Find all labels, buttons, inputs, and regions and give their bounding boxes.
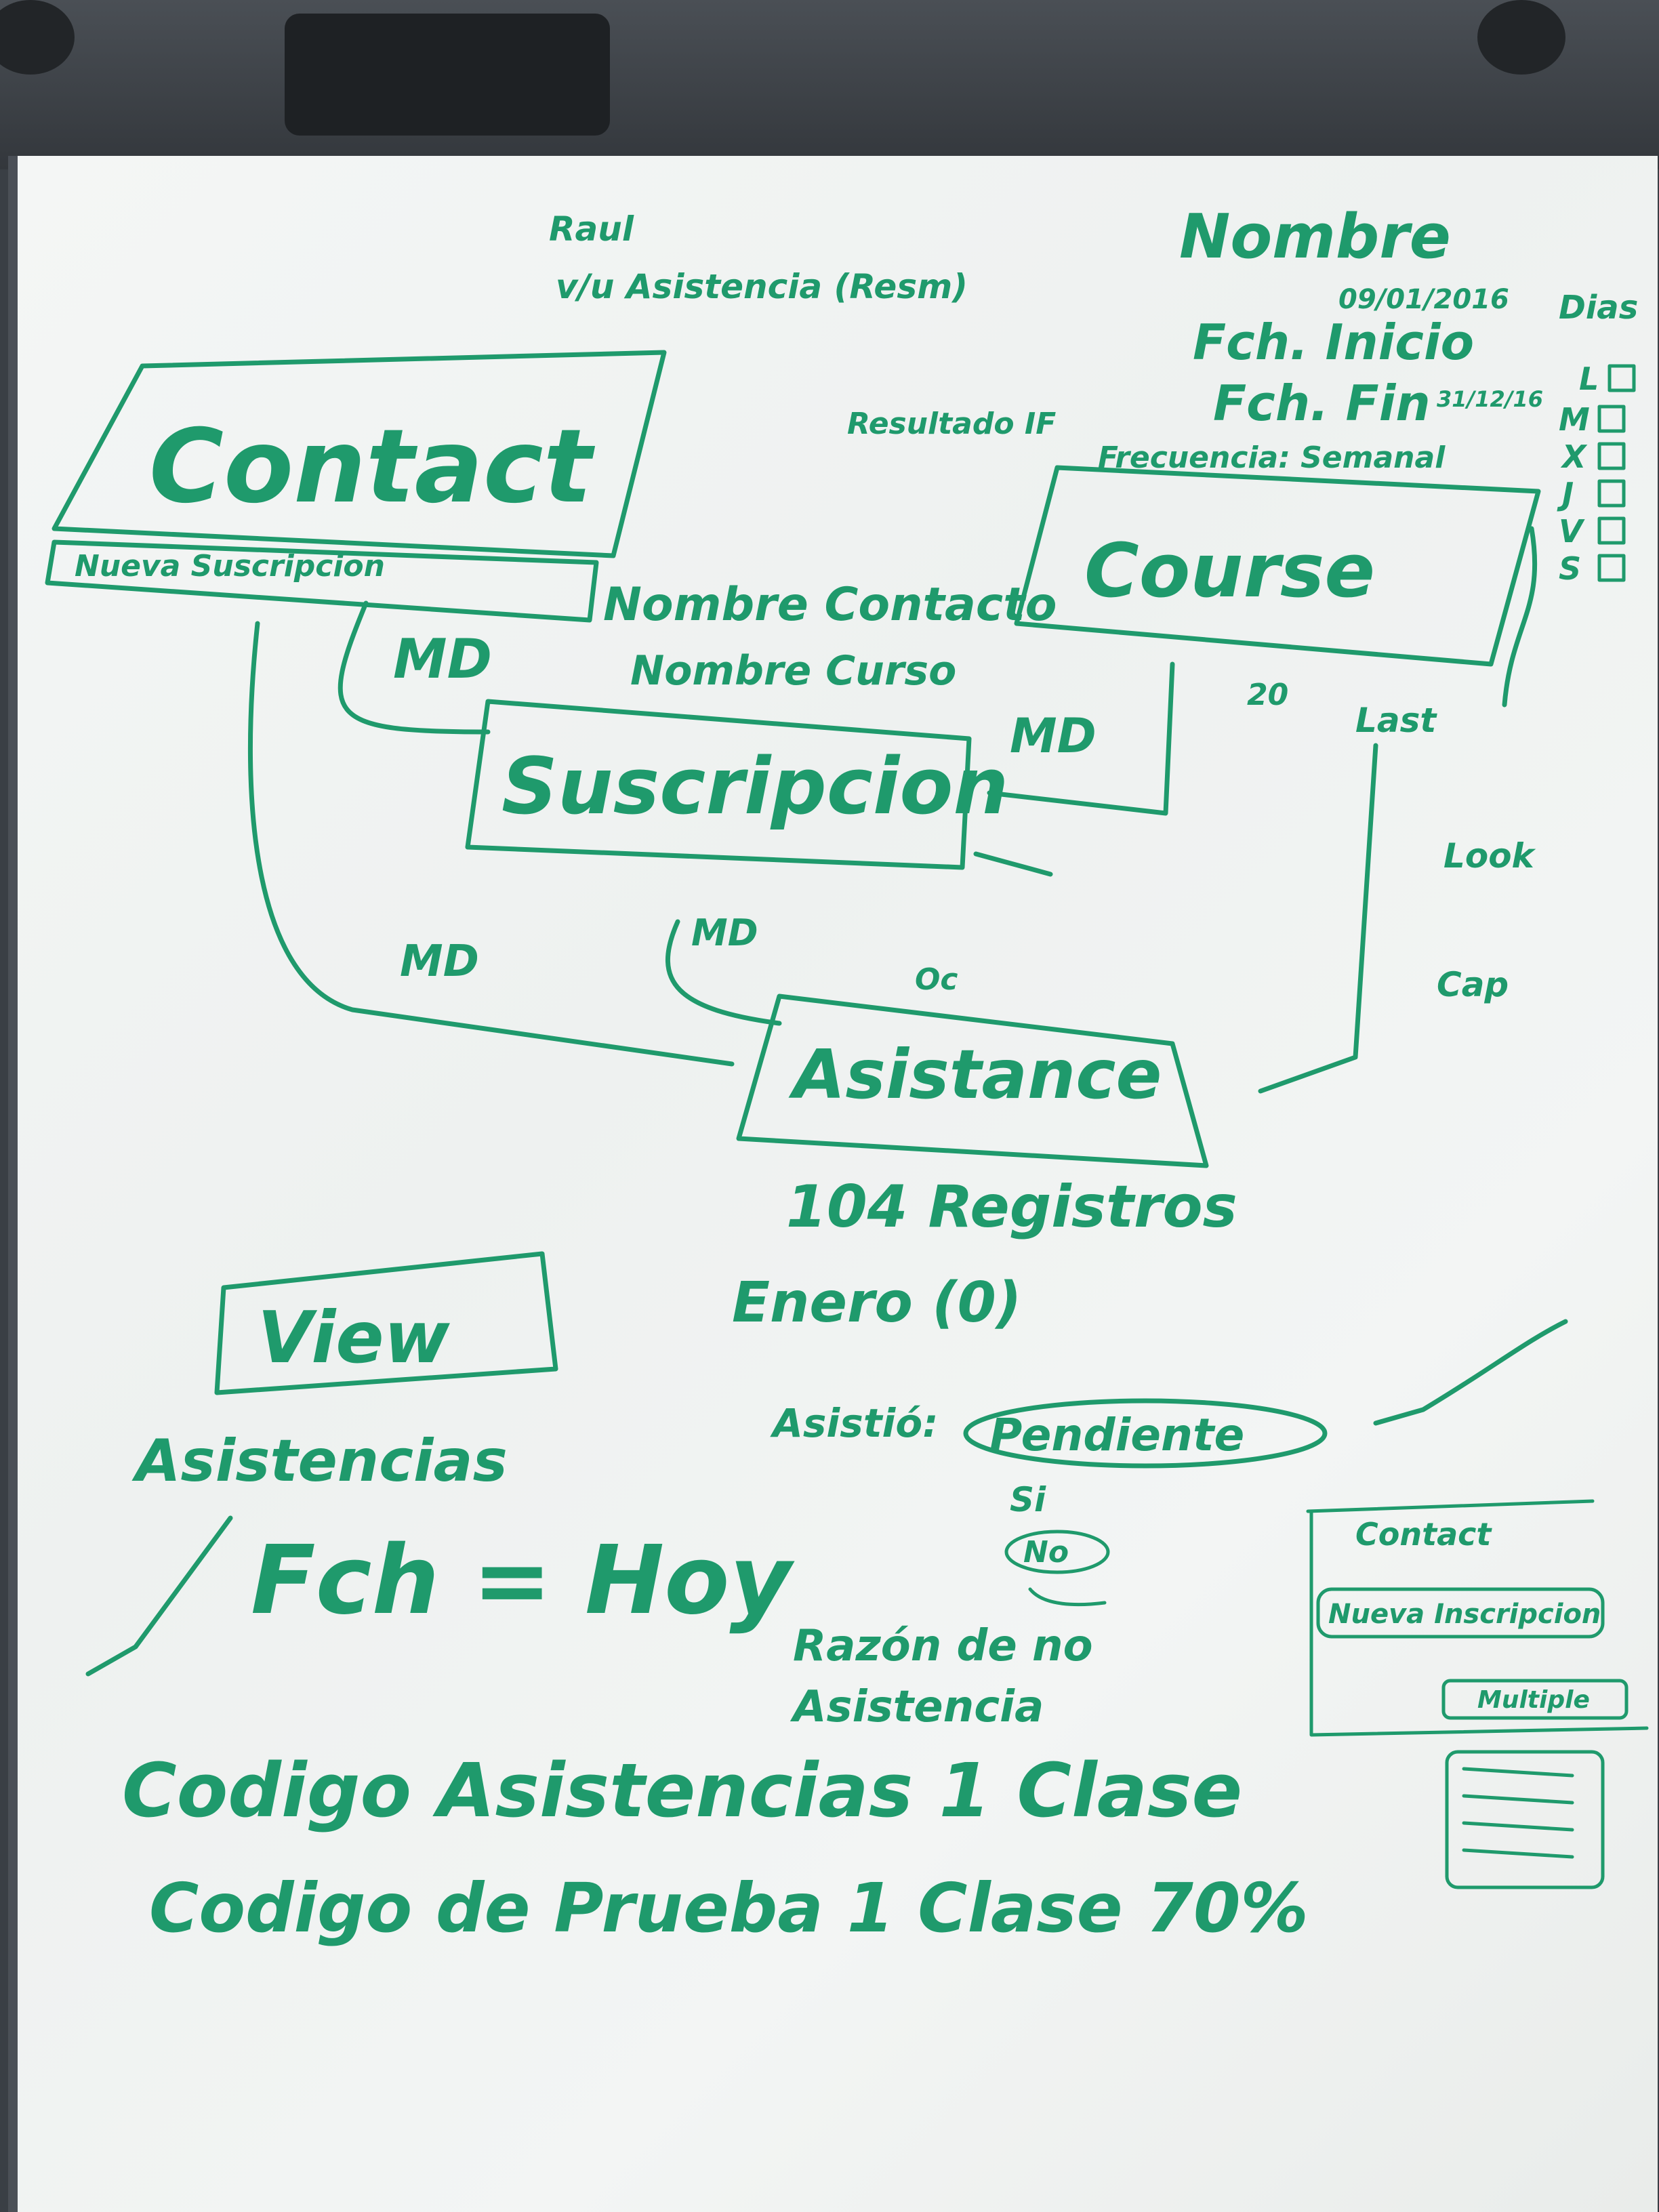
- note-razon-2: Asistencia: [790, 1682, 1044, 1732]
- sidebar-sketch-frame: [1306, 1499, 1649, 1737]
- whiteboard: [8, 156, 1658, 2212]
- sidebar-sketch: Contact Nueva Inscripcion Multiple: [1306, 1499, 1649, 1889]
- entity-box-course: [1014, 465, 1541, 667]
- note-enero: Enero (0): [732, 1271, 1021, 1335]
- day-checkbox-s: [1597, 554, 1626, 582]
- note-frecuencia: Frecuencia: Semanal: [1098, 441, 1446, 475]
- connector-course-frequency: [1502, 526, 1538, 708]
- sidebar-sketch-contact: Contact: [1355, 1516, 1492, 1553]
- checkmark-pendiente: [1373, 1319, 1568, 1426]
- connector-subscription-course: [987, 661, 1175, 816]
- entity-subscription: Suscripcion: [501, 741, 1008, 832]
- sidebar-sketch-multiple: Multiple: [1477, 1686, 1590, 1714]
- sidebar-sketch-nueva: Nueva Inscripcion: [1328, 1599, 1601, 1630]
- day-checkbox-x: [1597, 442, 1626, 470]
- entity-box-view: [214, 1251, 558, 1395]
- frame-knob-right: [1477, 0, 1565, 75]
- connector-contact-subscription: [337, 600, 491, 735]
- note-fch-fin: Fch. Fin: [1213, 375, 1431, 432]
- note-asistencias: Asistencias: [131, 1427, 508, 1495]
- day-checkbox-v: [1597, 516, 1626, 545]
- note-look: Look: [1443, 836, 1536, 876]
- marker-clip: [285, 14, 610, 136]
- day-l: L: [1579, 361, 1599, 397]
- note-last-count: 20: [1247, 678, 1288, 712]
- note-box-label: Oc: [915, 962, 958, 997]
- note-si: Si: [1010, 1480, 1046, 1519]
- note-cap: Cap: [1437, 965, 1509, 1004]
- day-checkbox-l: [1607, 364, 1636, 392]
- connector-subscription-asistance: [665, 919, 782, 1026]
- note-codigo-asistencias: Codigo Asistencias 1 Clase: [122, 1747, 1242, 1834]
- note-fch-hoy: Fch = Hoy: [251, 1525, 795, 1636]
- entity-box-contact: [52, 350, 667, 558]
- note-asistencia-resumen: v/u Asistencia (Resm): [556, 267, 968, 306]
- note-raul: Raul: [549, 209, 634, 249]
- entity-contact: Contact: [149, 408, 596, 526]
- note-pendiente: Pendiente: [989, 1409, 1244, 1461]
- contact-sub-box: [45, 539, 599, 623]
- note-asistio: Asistió:: [770, 1400, 938, 1446]
- note-start-date: 09/01/2016: [1338, 284, 1509, 315]
- relation-resultado: Resultado IF: [847, 407, 1056, 441]
- checkmark-fch-hoy: [85, 1515, 233, 1677]
- relation-md-3: MD: [400, 937, 479, 987]
- frame-knob-left: [0, 0, 75, 75]
- note-codigo-prueba: Codigo de Prueba 1 Clase 70%: [149, 1868, 1309, 1948]
- entity-view: View: [258, 1296, 451, 1379]
- note-end-date: 31/12/16: [1437, 386, 1543, 412]
- whiteboard-frame-top: [0, 0, 1659, 169]
- pendiente-highlight: [963, 1398, 1328, 1469]
- days-header: Dias: [1559, 289, 1638, 327]
- entity-asistance: Asistance: [788, 1035, 1162, 1114]
- connector-course-asistance: [1258, 743, 1378, 1094]
- entity-box-subscription: [465, 699, 972, 870]
- note-razon-1: Razón de no: [793, 1621, 1093, 1671]
- day-s: S: [1559, 550, 1581, 587]
- note-registros: 104 Registros: [786, 1173, 1237, 1241]
- sidebar-sketch-list-box: [1445, 1750, 1605, 1889]
- sidebar-sketch-list-lines: [1462, 1767, 1574, 1859]
- entity-box-asistance: [736, 994, 1209, 1168]
- sidebar-sketch-active-box: [1316, 1587, 1605, 1639]
- entity-course: Course: [1084, 527, 1375, 614]
- day-m: M: [1559, 401, 1590, 438]
- relation-md-1: MD: [393, 628, 492, 691]
- arrow-to-razon: [1028, 1587, 1107, 1607]
- note-nombre-contacto: Nombre Contacto: [603, 578, 1057, 632]
- note-fch-inicio: Fch. Inicio: [1193, 314, 1474, 371]
- relation-md-2: MD: [1010, 708, 1097, 764]
- day-checkbox-j: [1597, 479, 1626, 508]
- day-checkbox-m: [1597, 405, 1626, 433]
- note-nombre-curso: Nombre Curso: [630, 647, 956, 695]
- relation-md-4: MD: [691, 912, 758, 954]
- day-v: V: [1559, 513, 1585, 550]
- entity-contact-subtitle: Nueva Suscripcion: [75, 549, 385, 583]
- day-x: X: [1560, 438, 1588, 475]
- note-no: No: [1023, 1535, 1069, 1570]
- connector-contact-asistance: [247, 621, 735, 1067]
- day-j: J: [1557, 476, 1574, 512]
- note-nombre: Nombre: [1179, 201, 1451, 272]
- note-last: Last: [1355, 701, 1437, 740]
- no-highlight: [1004, 1530, 1110, 1574]
- connector-subscription-tail: [973, 851, 1053, 877]
- sidebar-sketch-multiple-box: [1441, 1679, 1629, 1720]
- day-checklist: L M X J V S: [1557, 361, 1636, 587]
